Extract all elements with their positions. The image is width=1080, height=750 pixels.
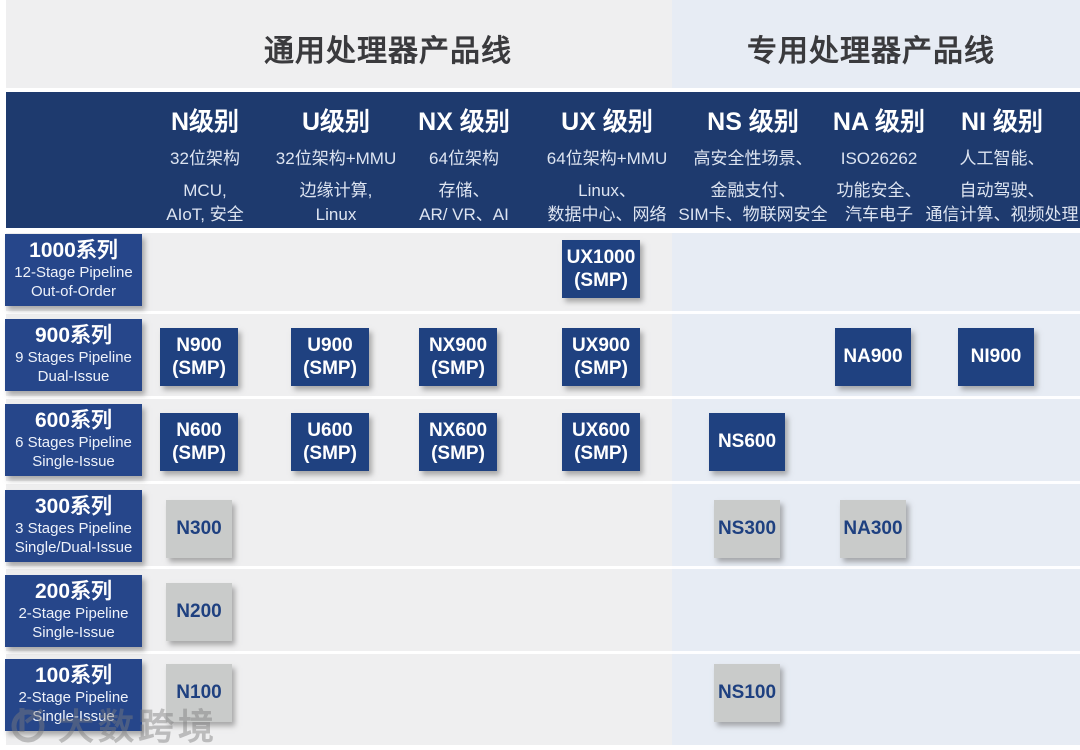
row-divider (6, 651, 1080, 654)
series-title: 200系列 (34, 580, 113, 604)
row-divider (6, 566, 1080, 569)
column-desc: 高安全性场景、 (693, 149, 813, 168)
series-desc: Single-Issue (32, 623, 115, 641)
column-desc: 边缘计算, (299, 180, 373, 200)
chip-ni900: NI900 (958, 328, 1034, 386)
row-label-600: 600系列 6 Stages Pipeline Single-Issue (5, 404, 142, 476)
chip-ux1000: UX1000(SMP) (562, 240, 640, 298)
series-desc: 12-Stage Pipeline (14, 264, 133, 282)
row-label-200: 200系列 2-Stage Pipeline Single-Issue (5, 575, 142, 647)
chip-na900: NA900 (835, 328, 911, 386)
column-desc: AIoT, 安全 (166, 205, 244, 225)
column-header-nx: NX 级别 64位架构 存储、 AR/ VR、AI (369, 102, 559, 228)
matrix-body (6, 233, 1080, 745)
row-label-1000: 1000系列 12-Stage Pipeline Out-of-Order (5, 234, 142, 306)
column-header-ni: NI 级别 人工智能、 自动驾驶、 通信计算、视频处理 (907, 102, 1080, 228)
row-divider (6, 396, 1080, 399)
series-desc: 2-Stage Pipeline (18, 689, 129, 707)
chip-u600: U600(SMP) (291, 413, 369, 471)
column-desc: 32位架构 (170, 149, 240, 168)
chip-ns100: NS100 (714, 664, 780, 722)
column-desc: Linux、 (578, 180, 636, 200)
row-divider (6, 311, 1080, 314)
column-desc: AR/ VR、AI (419, 205, 509, 225)
column-desc: 存储、 (438, 180, 490, 200)
column-desc: 32位架构+MMU (275, 149, 397, 168)
chip-u900: U900(SMP) (291, 328, 369, 386)
chip-ns600: NS600 (709, 413, 785, 471)
chip-ux600: UX600(SMP) (562, 413, 640, 471)
series-desc: 9 Stages Pipeline (15, 349, 132, 367)
column-title: N级别 (170, 108, 240, 136)
series-title: 300系列 (34, 495, 113, 519)
series-desc: Single-Issue (32, 707, 115, 725)
series-desc: 6 Stages Pipeline (15, 434, 132, 452)
series-desc: Single-Issue (32, 452, 115, 470)
series-desc: 2-Stage Pipeline (18, 605, 129, 623)
row-label-100: 100系列 2-Stage Pipeline Single-Issue (5, 659, 142, 731)
series-desc: Dual-Issue (37, 367, 110, 385)
column-desc: 64位架构+MMU (546, 149, 668, 168)
column-desc: 金融支付、 (710, 180, 796, 200)
special-section-background (672, 0, 1080, 88)
chip-nx900: NX900(SMP) (419, 328, 497, 386)
series-title: 100系列 (34, 664, 113, 688)
column-desc: ISO26262 (840, 149, 918, 168)
column-desc: 汽车电子 (845, 205, 913, 225)
column-header-ux: UX 级别 64位架构+MMU Linux、 数据中心、网络 (512, 102, 702, 228)
chip-n200: N200 (166, 583, 232, 641)
chip-ux900: UX900(SMP) (562, 328, 640, 386)
column-desc: SIM卡、物联网安全 (678, 205, 828, 225)
column-desc: 数据中心、网络 (547, 205, 667, 225)
column-desc: Linux (315, 205, 357, 225)
series-title: 1000系列 (29, 239, 118, 263)
column-desc: 功能安全、 (836, 180, 922, 200)
chip-ns300: NS300 (714, 500, 780, 558)
column-title: NI 级别 (961, 108, 1043, 136)
series-title: 600系列 (34, 409, 113, 433)
column-title: NS 级别 (707, 108, 799, 136)
column-desc: MCU, (183, 180, 227, 200)
column-header-u: U级别 32位架构+MMU 边缘计算, Linux (241, 102, 431, 228)
series-desc: Single/Dual-Issue (14, 538, 133, 556)
column-header-na: NA 级别 ISO26262 功能安全、 汽车电子 (784, 102, 974, 228)
column-header-ns: NS 级别 高安全性场景、 金融支付、 SIM卡、物联网安全 (658, 102, 848, 228)
chip-nx600: NX600(SMP) (419, 413, 497, 471)
column-desc: 64位架构 (429, 149, 499, 168)
column-title: NX 级别 (418, 108, 510, 136)
column-desc: 人工智能、 (959, 149, 1045, 168)
row-divider (6, 481, 1080, 484)
section-title-special: 专用处理器产品线 (747, 35, 995, 68)
chip-n900: N900(SMP) (160, 328, 238, 386)
section-title-band: 通用处理器产品线 专用处理器产品线 (6, 0, 1080, 88)
chip-n300: N300 (166, 500, 232, 558)
column-header-band: N级别 32位架构 MCU, AIoT, 安全 U级别 32位架构+MMU 边缘… (6, 92, 1080, 228)
column-header-n: N级别 32位架构 MCU, AIoT, 安全 (110, 102, 300, 228)
chip-na300: NA300 (840, 500, 906, 558)
column-desc: 通信计算、视频处理 (925, 205, 1079, 225)
series-desc: Out-of-Order (30, 282, 117, 300)
column-title: UX 级别 (561, 108, 653, 136)
series-title: 900系列 (34, 324, 113, 348)
general-section-background (6, 0, 672, 88)
special-body-background (672, 233, 1080, 745)
row-label-900: 900系列 9 Stages Pipeline Dual-Issue (5, 319, 142, 391)
column-desc: 自动驾驶、 (959, 180, 1045, 200)
row-label-300: 300系列 3 Stages Pipeline Single/Dual-Issu… (5, 490, 142, 562)
section-title-general: 通用处理器产品线 (264, 35, 512, 68)
chip-n100: N100 (166, 664, 232, 722)
column-title: NA 级别 (832, 108, 926, 136)
column-title: U级别 (301, 108, 371, 136)
series-desc: 3 Stages Pipeline (15, 520, 132, 538)
chip-n600: N600(SMP) (160, 413, 238, 471)
